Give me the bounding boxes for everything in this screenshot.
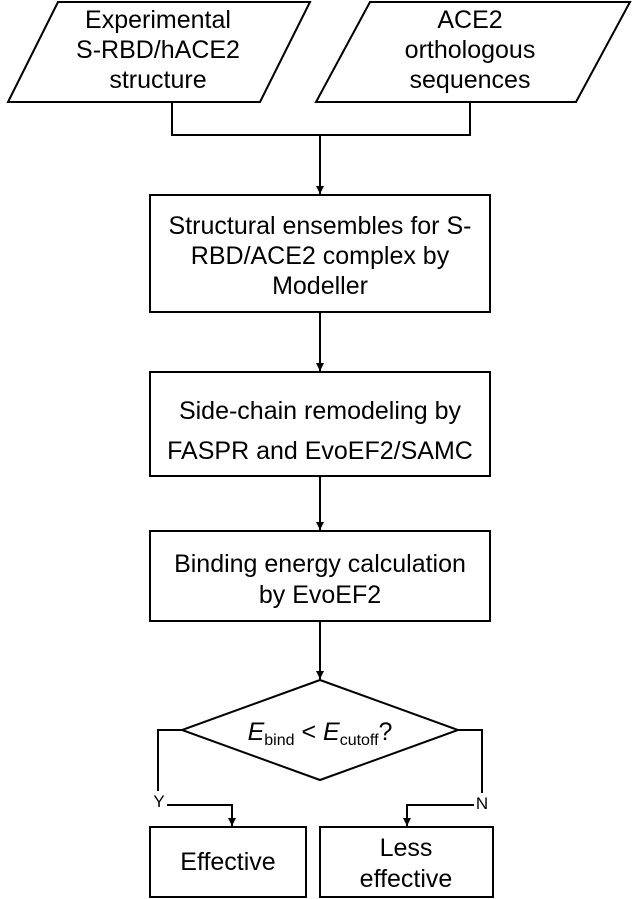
decision-question-mark: ? <box>379 718 393 746</box>
decision-bind-subscript: bind <box>264 732 294 749</box>
input-sequences-line-2: orthologous <box>405 36 536 64</box>
input-structure-line-1: Experimental <box>85 6 231 34</box>
remodeling-line-1: Side-chain remodeling by <box>179 397 462 425</box>
less-effective-line-2: effective <box>360 865 453 893</box>
energy-box <box>149 530 491 622</box>
effective-label: Effective <box>180 848 275 876</box>
yes-label-bg <box>151 791 167 811</box>
effective-box <box>149 826 307 898</box>
input-structure-line-2: S-RBD/hACE2 <box>76 36 240 64</box>
input-sequences-shape <box>314 0 632 103</box>
remodeling-box <box>149 371 491 477</box>
energy-line-2: by EvoEF2 <box>259 581 381 609</box>
input-structure-line-3: structure <box>109 66 206 94</box>
ensembles-line-2: RBD/ACE2 complex by <box>191 242 450 270</box>
decision-diamond <box>179 678 461 782</box>
remodeling-line-2: FASPR and EvoEF2/SAMC <box>167 437 473 465</box>
decision-condition: Ebind < Ecutoff? <box>248 718 393 749</box>
input-structure-shape <box>6 1 312 103</box>
input-sequences-line-3: sequences <box>410 66 531 94</box>
no-label: N <box>476 794 488 813</box>
energy-line-1: Binding energy calculation <box>174 550 466 578</box>
input-sequences-line-1: ACE2 <box>437 6 502 34</box>
less-effective-line-1: Less <box>380 834 433 862</box>
decision-e-symbol-2: E <box>323 718 340 746</box>
no-label-bg <box>474 793 491 813</box>
merge-connector <box>171 102 471 136</box>
decision-e-symbol: E <box>248 718 265 746</box>
ensembles-box <box>149 194 491 313</box>
decision-operator: < <box>295 718 324 746</box>
less-effective-box <box>319 826 494 898</box>
decision-cutoff-subscript: cutoff <box>340 732 379 749</box>
ensembles-line-3: Modeller <box>272 272 368 300</box>
yes-label: Y <box>153 792 164 811</box>
ensembles-line-1: Structural ensembles for S- <box>169 212 472 240</box>
